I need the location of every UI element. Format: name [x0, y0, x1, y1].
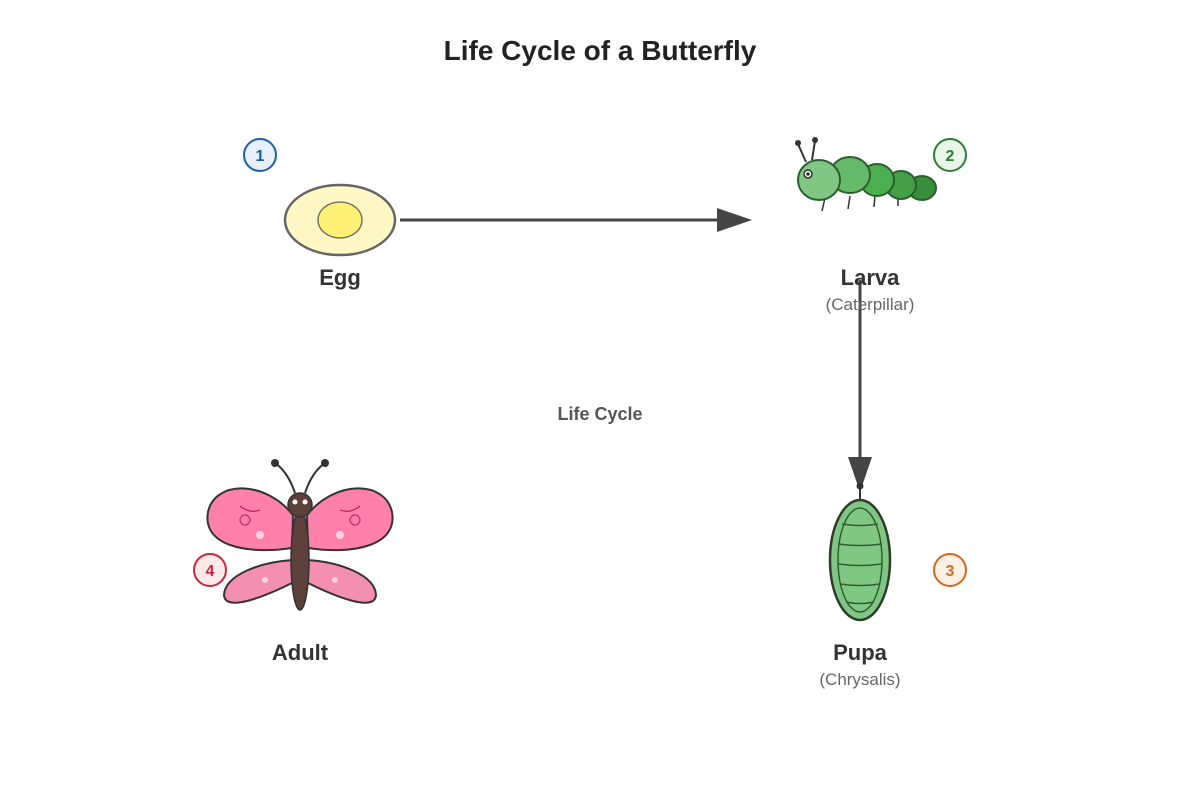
egg-icon	[283, 183, 397, 257]
stage-number-badge-1: 1	[243, 138, 277, 172]
page-title: Life Cycle of a Butterfly	[444, 35, 757, 66]
badge-number: 4	[206, 563, 215, 580]
butterfly-icon	[206, 459, 394, 611]
stage-number-badge-2: 2	[933, 138, 967, 172]
badge-number: 2	[946, 148, 955, 165]
badge-number: 3	[946, 563, 955, 580]
badge-number: 1	[256, 148, 265, 165]
stage-label-pupa: Pupa	[833, 640, 888, 665]
caterpillar-icon	[795, 137, 937, 212]
arrow-egg-to-larva	[400, 208, 752, 232]
stage-number-badge-3: 3	[933, 553, 967, 587]
chrysalis-icon	[828, 482, 892, 622]
arrow-larva-to-pupa	[848, 280, 872, 492]
center-label: Life Cycle	[557, 404, 642, 424]
stage-label-egg: Egg	[319, 265, 361, 290]
stage-sublabel-pupa: (Chrysalis)	[819, 670, 900, 689]
stage-label-larva: Larva	[841, 265, 900, 290]
stage-pupa: 3 Pupa (Chrysalis)	[819, 482, 967, 689]
stage-egg: 1 Egg	[243, 138, 397, 290]
stage-sublabel-larva: (Caterpillar)	[826, 295, 915, 314]
stage-adult: 4 Adult	[193, 459, 394, 665]
stage-larva: 2 Larva (Caterpillar)	[795, 137, 967, 314]
stage-label-adult: Adult	[272, 640, 329, 665]
stage-number-badge-4: 4	[193, 553, 227, 587]
